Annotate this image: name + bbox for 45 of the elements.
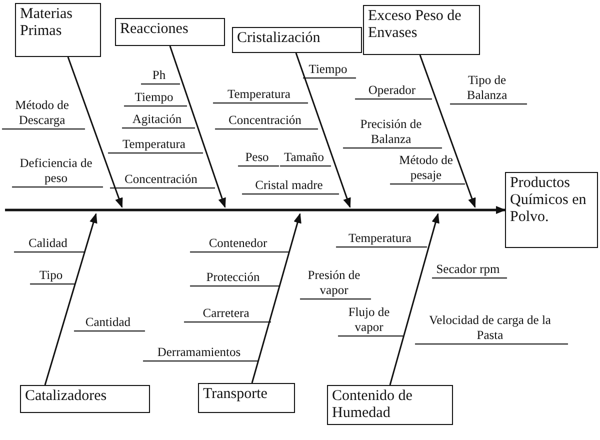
cause-label: Velocidad de carga de la Pasta [428,313,552,343]
cause-label: Ph [151,68,167,83]
effect-box: Productos Químicos en Polvo. [505,172,598,248]
cause-label: Derramamientos [156,345,242,360]
cause-label: Método de Descarga [14,98,70,128]
cause-label: Temperatura [226,87,292,102]
cause-label: Carretera [202,306,250,321]
cause-label: Precisión de Balanza [359,117,423,147]
cause-label: Tamaño [282,150,326,165]
category-box: Transporte [198,383,295,413]
cause-label: Tiempo [134,90,174,105]
bone-arrow [389,213,440,386]
bone-arrow [419,54,476,208]
cause-label: Tiempo [308,62,348,77]
cause-label: Calidad [28,236,68,251]
category-box: Catalizadores [20,385,150,413]
category-box: Exceso Peso de Envases [363,5,480,55]
category-box: Reacciones [115,18,225,46]
cause-label: Concentración [124,172,198,187]
bone-arrow [169,46,226,208]
cause-label: Agitación [131,112,183,127]
cause-label: Secador rpm [435,262,501,277]
cause-label: Temperatura [122,137,186,152]
cause-label: Tipo de Balanza [466,73,508,103]
bone-arrow [67,56,123,208]
bone-arrow [295,52,351,208]
cause-label: Temperatura [348,231,412,246]
cause-label: Método de pesaje [398,153,454,183]
cause-label: Peso [244,150,270,165]
cause-label: Tipo [38,268,64,283]
category-box: Cristalización [232,27,362,53]
cause-label: Cantidad [84,315,132,330]
cause-label: Deficiencia de peso [18,156,94,186]
bone-arrow [251,213,302,384]
category-box: Materias Primas [15,3,101,57]
category-box: Contenido de Humedad [327,385,453,425]
cause-label: Operador [367,83,417,98]
spine-arrow [5,206,506,214]
cause-label: Cristal madre [254,178,324,193]
bone-arrow [44,213,98,386]
cause-label: Presión de vapor [306,268,362,298]
cause-label: Concentración [228,113,302,128]
cause-label: Protección [205,270,261,285]
cause-label: Contenedor [208,236,268,251]
cause-label: Flujo de vapor [347,305,391,335]
